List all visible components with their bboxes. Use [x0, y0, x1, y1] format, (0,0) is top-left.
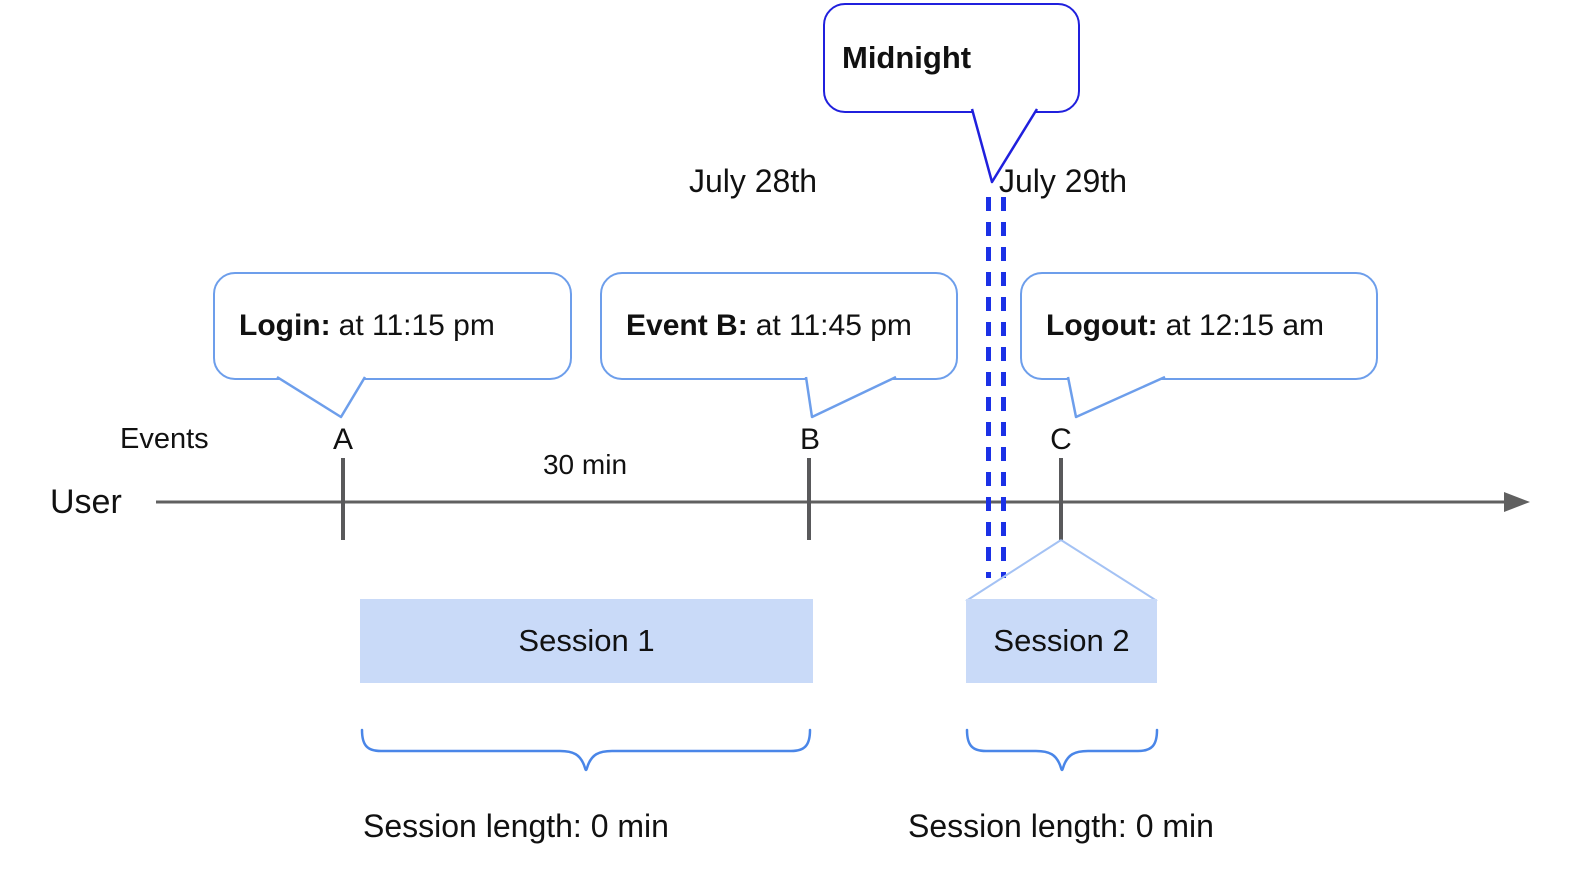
midnight-callout-label: Midnight — [842, 40, 972, 75]
midnight-callout: Midnight — [823, 3, 1080, 113]
session2-connector-right — [1060, 539, 1158, 602]
session1-box: Session 1 — [360, 599, 813, 683]
session2-brace — [965, 728, 1159, 772]
session2-connector-left — [965, 539, 1062, 602]
session2-box: Session 2 — [966, 599, 1157, 683]
timeline-arrowhead — [1504, 492, 1530, 512]
date-july-29: July 29th — [998, 163, 1128, 199]
logout-callout-time: at 12:15 am — [1165, 309, 1325, 342]
date-july-28: July 28th — [688, 163, 818, 199]
interval-30min-label: 30 min — [542, 449, 628, 480]
logout-callout-tail — [1066, 375, 1166, 419]
session1-length-label: Session length: 0 min — [363, 808, 669, 844]
login-callout-time: at 11:15 pm — [338, 309, 495, 342]
event-letter-b: B — [799, 423, 821, 456]
event-letter-a: A — [332, 423, 354, 456]
event-b-callout-tail — [804, 375, 897, 419]
user-row-label: User — [50, 483, 122, 521]
logout-callout-title: Logout: — [1046, 309, 1158, 342]
login-callout: Login: at 11:15 pm — [213, 272, 572, 380]
session2-label: Session 2 — [993, 623, 1130, 658]
event-b-callout-title: Event B: — [626, 309, 748, 342]
session1-brace — [360, 728, 812, 772]
logout-callout: Logout: at 12:15 am — [1020, 272, 1378, 380]
event-letter-c: C — [1050, 423, 1072, 456]
login-callout-tail — [276, 375, 367, 419]
session1-label: Session 1 — [518, 623, 655, 658]
session2-length-label: Session length: 0 min — [908, 808, 1214, 844]
event-b-callout: Event B: at 11:45 pm — [600, 272, 958, 380]
events-row-label: Events — [120, 423, 209, 455]
login-callout-title: Login: — [239, 309, 331, 342]
event-b-callout-time: at 11:45 pm — [755, 309, 912, 342]
